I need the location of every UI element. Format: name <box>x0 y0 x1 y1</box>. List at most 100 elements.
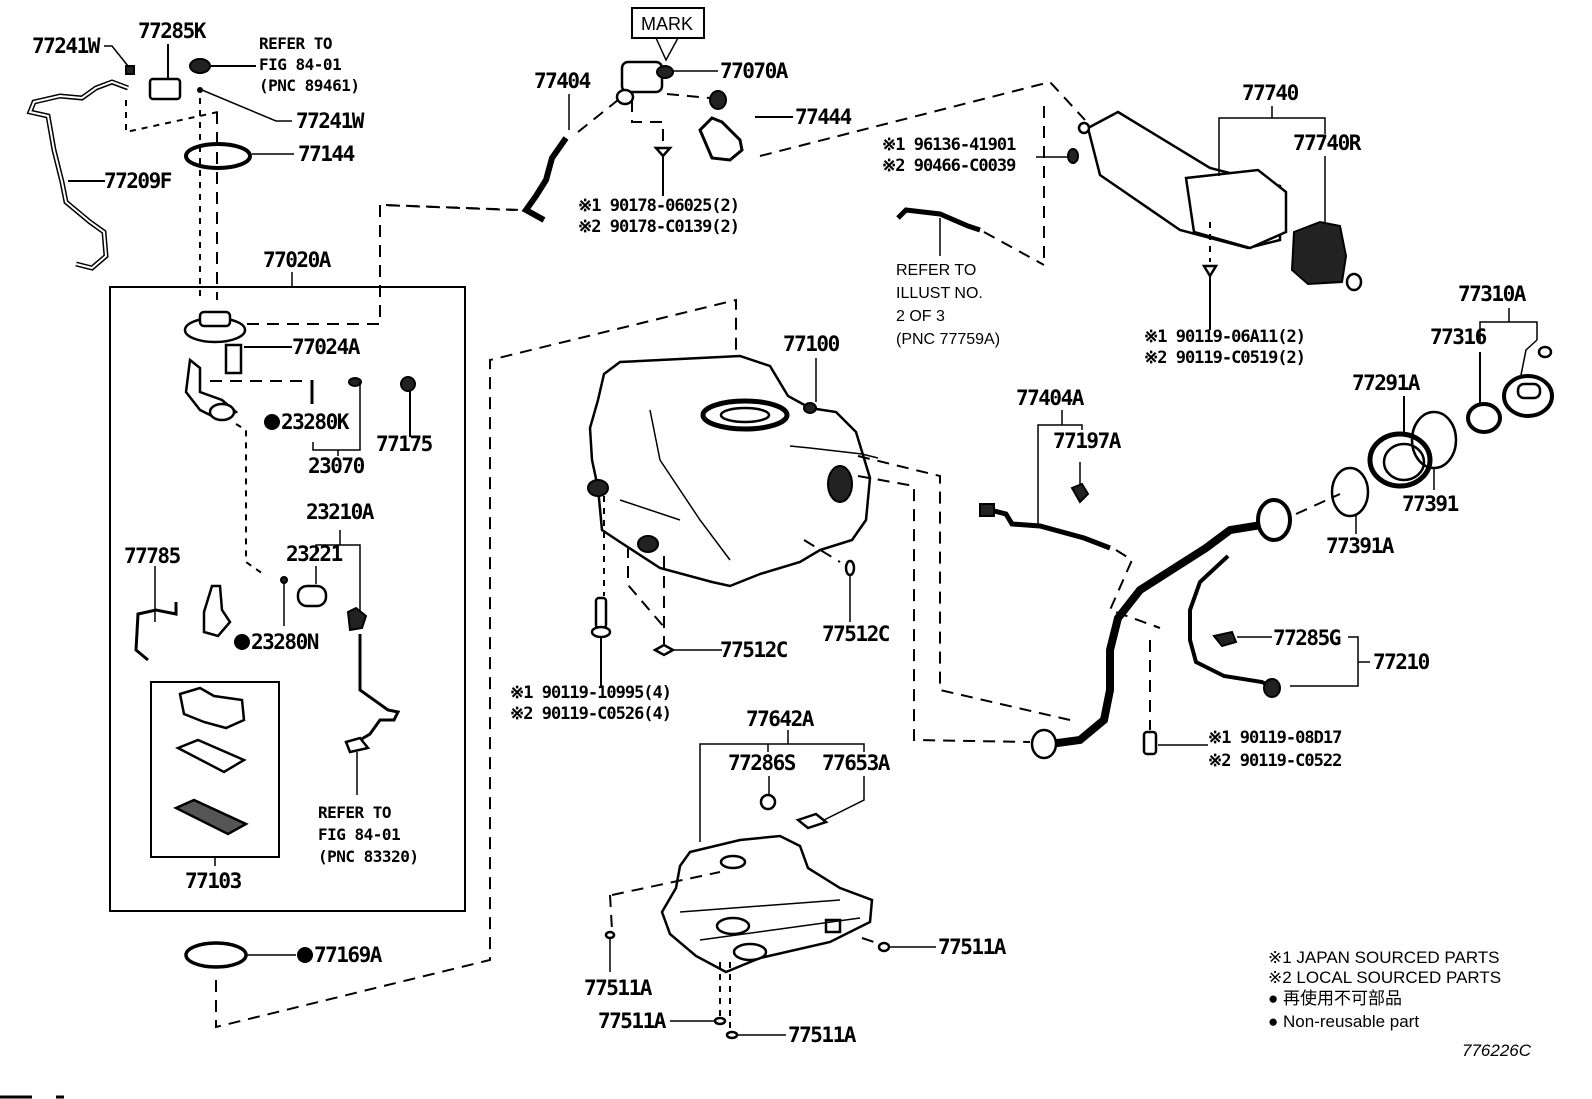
label-77512c-a[interactable]: 77512C <box>720 638 789 662</box>
part-77653a-cushion[interactable] <box>795 812 829 830</box>
label-77511a-b[interactable]: 77511A <box>938 935 1008 959</box>
label-77785[interactable]: 77785 <box>124 544 182 568</box>
label-23210a[interactable]: 23210A <box>306 500 376 524</box>
label-77209f[interactable]: 77209F <box>104 169 173 193</box>
part-77316-gasket[interactable] <box>1466 402 1502 434</box>
fastener-90178-line1[interactable]: ※1 90178-06025(2) <box>578 196 740 216</box>
part-77785-wire[interactable] <box>134 602 178 662</box>
part-90119-10995-bolt[interactable] <box>594 596 608 630</box>
part-77210-filler-pipe[interactable] <box>1030 498 1292 760</box>
fastener-08d17-line1[interactable]: ※1 90119-08D17 <box>1208 728 1342 748</box>
label-77291a[interactable]: 77291A <box>1352 371 1422 395</box>
ref-77759a-line1[interactable]: REFER TO <box>896 262 976 279</box>
box-77020a <box>109 286 466 912</box>
part-77286s-grommet[interactable] <box>759 793 777 811</box>
label-77020a[interactable]: 77020A <box>263 248 333 272</box>
label-77511a-c[interactable]: 77511A <box>598 1009 668 1033</box>
part-77285g-clamp[interactable] <box>1212 630 1238 648</box>
label-77285g[interactable]: 77285G <box>1273 626 1342 650</box>
label-77197a[interactable]: 77197A <box>1053 429 1123 453</box>
fastener-96136-line1[interactable]: ※1 96136-41901 <box>882 135 1017 155</box>
ref-83320-line2[interactable]: FIG 84-01 <box>318 825 401 844</box>
label-77100[interactable]: 77100 <box>783 332 841 356</box>
part-77511a-clip-bottom-a[interactable] <box>713 1016 727 1026</box>
ref-89461-line1[interactable]: REFER TO <box>259 34 333 53</box>
fastener-06a11-line2[interactable]: ※2 90119-C0519(2) <box>1144 348 1306 368</box>
label-77175[interactable]: 77175 <box>376 432 434 456</box>
part-77511a-clip-right[interactable] <box>877 941 891 953</box>
label-23280n[interactable]: 23280N <box>251 630 320 654</box>
label-77286s[interactable]: 77286S <box>728 751 797 775</box>
part-77024a-pump-bracket[interactable] <box>183 310 247 422</box>
part-77404a-hose[interactable] <box>989 507 1111 551</box>
ref-77759a-line4[interactable]: (PNC 77759A) <box>896 331 1000 348</box>
label-23221[interactable]: 23221 <box>286 542 344 566</box>
part-90119-08d17-bolt[interactable] <box>1142 730 1158 756</box>
label-77310a[interactable]: 77310A <box>1458 282 1528 306</box>
part-77169a-gasket[interactable] <box>184 941 248 969</box>
part-77511a-clip-bottom-b[interactable] <box>725 1030 739 1040</box>
ref-83320-line3[interactable]: (PNC 83320) <box>318 847 419 866</box>
part-23221-filter[interactable] <box>296 584 328 608</box>
fastener-08d17-line2[interactable]: ※2 90119-C0522 <box>1208 751 1342 771</box>
part-77512c-cushion-a[interactable] <box>652 643 676 657</box>
part-77511a-clip-left[interactable] <box>604 930 616 940</box>
part-77740-canister[interactable] <box>1086 110 1288 250</box>
label-77070a[interactable]: 77070A <box>720 59 790 83</box>
part-77070a-grommet[interactable] <box>656 65 674 79</box>
label-77404[interactable]: 77404 <box>534 69 592 93</box>
label-77316[interactable]: 77316 <box>1430 325 1488 349</box>
label-77024a[interactable]: 77024A <box>292 335 362 359</box>
ref-77759a-line2[interactable]: ILLUST NO. <box>896 285 983 302</box>
part-77285k-bracket[interactable] <box>148 77 182 101</box>
label-77144[interactable]: 77144 <box>298 142 356 166</box>
label-77444[interactable]: 77444 <box>795 105 853 129</box>
part-96136-clamp[interactable] <box>1067 148 1079 164</box>
label-77103[interactable]: 77103 <box>185 869 243 893</box>
part-connector-89461[interactable] <box>189 58 211 74</box>
fastener-10995-line2[interactable]: ※2 90119-C0526(4) <box>510 704 672 724</box>
part-77404-hose[interactable] <box>521 136 569 223</box>
fastener-10995-line1[interactable]: ※1 90119-10995(4) <box>510 683 672 703</box>
label-77404a[interactable]: 77404A <box>1016 386 1086 410</box>
part-hose-77759a[interactable] <box>896 207 981 233</box>
label-77241w-b[interactable]: 77241W <box>296 109 366 133</box>
part-77197a-clip[interactable] <box>1070 482 1090 504</box>
label-77511a-d[interactable]: 77511A <box>788 1023 858 1047</box>
part-77241w-clip[interactable] <box>125 65 135 75</box>
ref-83320-line1[interactable]: REFER TO <box>318 803 392 822</box>
label-23280k[interactable]: 23280K <box>281 410 351 434</box>
label-77740[interactable]: 77740 <box>1242 81 1300 105</box>
label-77285k[interactable]: 77285K <box>138 19 208 43</box>
part-fuel-pump-assy[interactable] <box>202 584 232 638</box>
label-77391a[interactable]: 77391A <box>1326 534 1396 558</box>
non-reusable-marker-23280k <box>264 414 280 430</box>
part-fuel-sender-83320[interactable] <box>344 606 401 754</box>
label-77511a-a[interactable]: 77511A <box>584 976 654 1000</box>
label-77740r[interactable]: 77740R <box>1293 131 1363 155</box>
ref-77759a-line3[interactable]: 2 OF 3 <box>896 308 945 325</box>
label-77241w-a[interactable]: 77241W <box>32 34 102 58</box>
part-77444-hose[interactable] <box>698 116 744 162</box>
label-77169a[interactable]: 77169A <box>314 943 384 967</box>
label-77210[interactable]: 77210 <box>1373 650 1431 674</box>
ref-89461-line2[interactable]: FIG 84-01 <box>259 55 342 74</box>
part-valve-body[interactable] <box>615 60 664 106</box>
fastener-06a11-line1[interactable]: ※1 90119-06A11(2) <box>1144 327 1306 347</box>
part-77103-filter-kit[interactable] <box>173 686 249 836</box>
part-77391a-gasket[interactable] <box>1330 466 1370 518</box>
label-77642a[interactable]: 77642A <box>746 707 816 731</box>
fastener-90178-line2[interactable]: ※2 90178-C0139(2) <box>578 217 740 237</box>
label-23070[interactable]: 23070 <box>308 454 366 478</box>
ref-89461-line3[interactable]: (PNC 89461) <box>259 76 360 95</box>
part-77144-retainer[interactable] <box>184 142 252 170</box>
label-77391[interactable]: 77391 <box>1402 492 1460 516</box>
label-77653a[interactable]: 77653A <box>822 751 892 775</box>
part-77512c-cushion-b[interactable] <box>844 559 856 577</box>
part-77100-fuel-tank[interactable] <box>588 354 872 588</box>
legend-non-reusable-en: ● Non-reusable part <box>1268 1012 1419 1031</box>
part-77740r-filter[interactable] <box>1290 220 1348 286</box>
fastener-96136-line2[interactable]: ※2 90466-C0039 <box>882 156 1017 176</box>
part-77175[interactable] <box>400 376 416 392</box>
label-77512c-b[interactable]: 77512C <box>822 622 891 646</box>
